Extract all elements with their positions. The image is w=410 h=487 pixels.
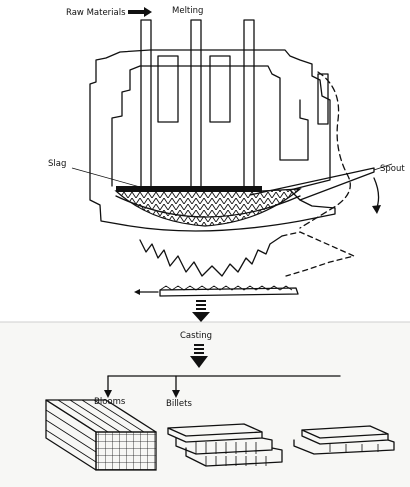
slag-leader [71, 167, 141, 188]
lower-panel [0, 322, 410, 487]
slabs-stack [293, 425, 395, 455]
furnace-shell [89, 49, 336, 232]
billets-tier-1 [167, 427, 263, 443]
furnace-chamber [111, 65, 309, 187]
blooms-top-lines [57, 399, 145, 433]
casting-bed-teeth [159, 285, 293, 291]
slab-ends [329, 444, 379, 452]
billets-tier-2 [175, 437, 273, 455]
label-raw-materials: Raw Materials [66, 8, 126, 18]
electrode-1 [140, 19, 152, 191]
conveyor-arrow-head [134, 289, 140, 295]
process-arrow-2 [190, 344, 208, 368]
label-melting: Melting [172, 6, 203, 16]
blooms-side-lines [45, 409, 97, 463]
blooms-arrow-head [104, 390, 112, 398]
process-arrow-1 [192, 300, 210, 322]
blooms-end-face [95, 431, 157, 471]
billets-arrow-head [172, 390, 180, 398]
raw-materials-arrow [128, 7, 152, 17]
electric-arc-furnace [71, 7, 393, 232]
billets-stack [167, 423, 283, 467]
blooms-stack [45, 399, 157, 471]
roof-window-left [157, 55, 179, 123]
molten-steel-bath [114, 188, 302, 227]
distribution-line [104, 375, 341, 398]
electrode-3 [243, 19, 255, 191]
slab-tier-2 [293, 439, 395, 455]
ladle-dashed-outline [281, 231, 355, 277]
electrode-2 [190, 19, 202, 191]
roof-window-right [209, 55, 231, 123]
casting-bed [134, 285, 299, 297]
pour-arrow-head [372, 205, 381, 214]
ladle-refractory [139, 231, 355, 277]
billets-tier-3 [185, 447, 283, 467]
tilt-outline [299, 71, 351, 229]
label-spout: Spout [380, 164, 405, 174]
label-billets: Billets [166, 399, 192, 409]
label-blooms: Blooms [94, 397, 126, 407]
pour-arrow [373, 177, 380, 211]
label-casting: Casting [180, 331, 212, 341]
bath-bottom-arc [115, 195, 301, 218]
furnace-door [317, 73, 329, 125]
billets-ends [195, 442, 267, 466]
slab-tier-1 [301, 429, 389, 445]
zigzag-lining [139, 235, 283, 277]
label-slag: Slag [48, 159, 66, 169]
spout-leader [373, 163, 393, 171]
casting-bed-plate [159, 287, 299, 297]
